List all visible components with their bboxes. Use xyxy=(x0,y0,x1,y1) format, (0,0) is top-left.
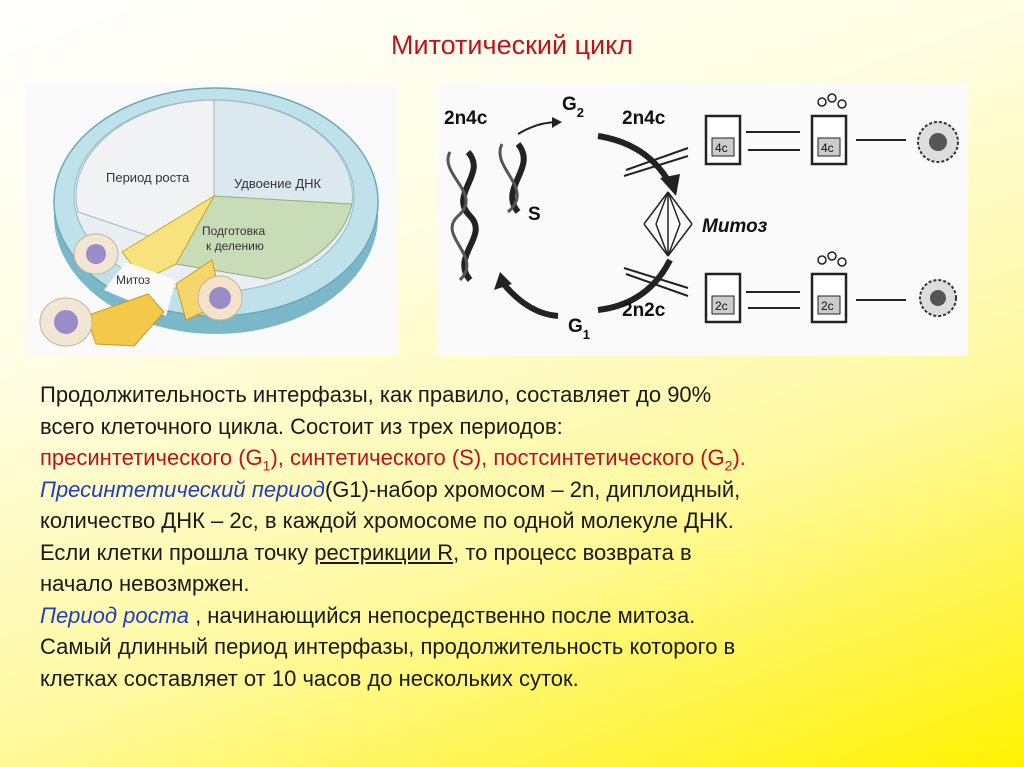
body-text: Продолжительность интерфазы, как правило… xyxy=(40,379,990,694)
text-line-return: начало невозмржен. xyxy=(40,571,250,596)
mitosis-spindle xyxy=(643,191,693,257)
text-line-1: Продолжительность интерфазы, как правило… xyxy=(40,382,712,407)
arrow-g2-to-mitosis xyxy=(597,133,673,186)
label-prep-2: к делению xyxy=(206,239,264,253)
label-g2: G2 xyxy=(562,94,584,120)
label-2n4c-right: 2n4c xyxy=(622,108,666,129)
label-g1: G1 xyxy=(568,316,590,342)
cycle-scheme: 4c 4c 2c 2c 2n4c G2 2n4c S Митоз G1 2n2c xyxy=(444,93,959,342)
text-line-restriction: Если клетки прошла точку рестрикции R, т… xyxy=(40,539,692,565)
arrow-mitosis-to-g1 xyxy=(597,258,673,313)
text-line-presynthetic: Пресинтетический период(G1)-набор хромос… xyxy=(40,476,741,502)
bubbles-top xyxy=(817,93,847,109)
dna-helix-right-2 xyxy=(498,143,519,214)
box-4c-1-label: 4c xyxy=(715,141,728,155)
label-growth: Период роста xyxy=(106,170,190,185)
text-line-longest: Самый длинный период интерфазы, продолжи… xyxy=(40,634,736,659)
label-mitosis: Митоз xyxy=(116,273,151,287)
prep-sector xyxy=(175,195,353,280)
cell-cycle-disc: Период роста Удвоение ДНК Подготовка к д… xyxy=(39,87,379,347)
mitosis-arrow xyxy=(85,293,165,347)
growth-sector xyxy=(75,99,215,255)
slide-title: Митотический цикл xyxy=(391,30,633,60)
arrows-top-row xyxy=(623,131,906,177)
box-2c-1-label: 2c xyxy=(715,299,728,313)
label-dna: Удвоение ДНК xyxy=(234,176,322,191)
nucleus-left-1 xyxy=(86,244,106,264)
label-2n4c-left: 2n4c xyxy=(444,108,488,129)
bubbles-bottom xyxy=(817,251,847,267)
nucleus-left-2 xyxy=(54,310,78,334)
cycle-scheme-figure: 4c 4c 2c 2c 2n4c G2 2n4c S Митоз G1 2n2c xyxy=(438,84,968,356)
nucleus-right xyxy=(209,287,231,309)
text-line-2: всего клеточного цикла. Состоит из трех … xyxy=(40,413,563,439)
cell-cycle-disc-figure: Период роста Удвоение ДНК Подготовка к д… xyxy=(26,84,398,356)
arrows-bottom-row xyxy=(623,267,906,309)
dna-helix-left-2 xyxy=(446,151,469,282)
box-2c-2-label: 2c xyxy=(821,299,834,313)
dna-helix-right xyxy=(509,142,527,214)
label-prep-1: Подготовка xyxy=(202,224,265,238)
label-2n2c: 2n2c xyxy=(622,300,666,321)
label-mitosis: Митоз xyxy=(702,216,768,237)
text-line-growth: Период роста , начинающийся непосредстве… xyxy=(40,602,696,628)
box-4c-2-label: 4c xyxy=(821,141,834,155)
arrow-g1-to-dna xyxy=(499,280,559,319)
disc-gap xyxy=(104,262,176,316)
text-line-duration: клетках составляет от 10 часов до нескол… xyxy=(40,665,579,691)
text-line-periods: пресинтетического (G1), синтетического (… xyxy=(40,445,746,474)
dna-sector xyxy=(213,99,353,205)
text-line-dna-amount: количество ДНК – 2с, в каждой хромосоме … xyxy=(40,508,734,533)
label-s: S xyxy=(528,204,541,225)
